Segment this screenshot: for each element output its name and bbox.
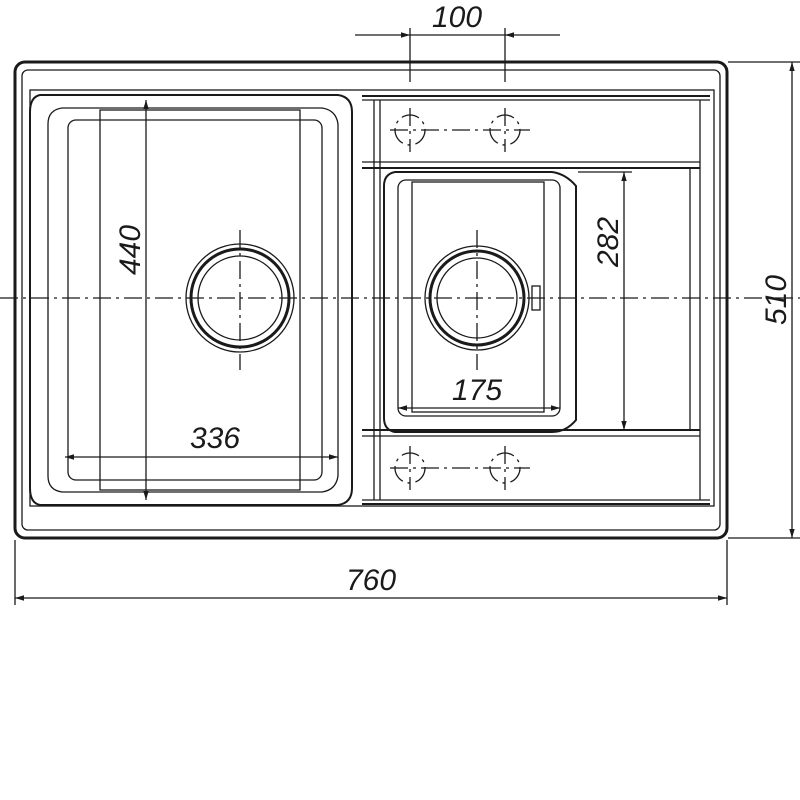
dim-label-100: 100 <box>432 1 482 34</box>
dim-label-760: 760 <box>346 564 396 597</box>
tap-holes <box>394 114 521 484</box>
dim-label-440: 440 <box>114 225 147 275</box>
right-deck <box>29 89 715 507</box>
dim-main-bowl-width: 336 <box>65 422 338 460</box>
dim-label-336: 336 <box>190 422 240 455</box>
center-lines <box>0 108 800 490</box>
dim-label-282: 282 <box>592 217 625 268</box>
sink-outline <box>13 60 729 540</box>
main-bowl <box>29 94 353 506</box>
dim-tap-spacing: 100 <box>355 1 560 82</box>
dim-small-bowl-depth: 282 <box>578 171 632 431</box>
dim-overall-depth: 510 <box>728 61 800 539</box>
dim-overall-width: 760 <box>14 540 728 605</box>
dim-main-bowl-depth: 440 <box>114 100 149 500</box>
dim-small-bowl-width: 175 <box>398 374 560 411</box>
dim-label-510: 510 <box>760 275 793 325</box>
dim-label-175: 175 <box>452 374 502 407</box>
